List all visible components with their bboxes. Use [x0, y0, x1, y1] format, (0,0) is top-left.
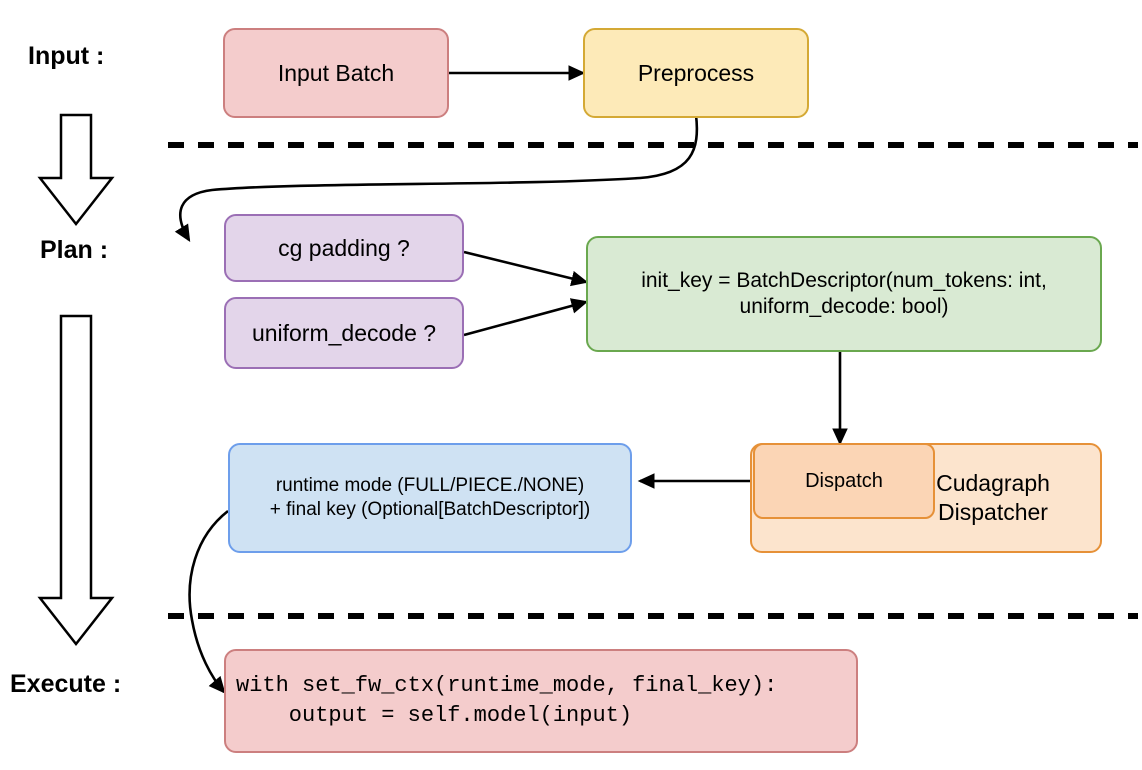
stage-label-plan: Plan : — [40, 236, 109, 264]
node-init-key[interactable]: init_key = BatchDescriptor(num_tokens: i… — [586, 236, 1102, 352]
cg-padding-to-init-key-arrow — [463, 250, 589, 287]
node-execute-code[interactable]: with set_fw_ctx(runtime_mode, final_key)… — [224, 649, 858, 753]
node-uniform-decode-label: uniform_decode ? — [251, 319, 437, 346]
node-cudagraph-dispatcher-line2: Dispatcher — [938, 499, 1048, 525]
runtime-mode-to-execute-code-arrow — [188, 509, 229, 694]
node-runtime-mode[interactable]: runtime mode (FULL/PIECE./NONE) + final … — [228, 443, 632, 553]
node-preprocess[interactable]: Preprocess — [583, 28, 809, 118]
node-cg-padding-label: cg padding ? — [278, 234, 410, 261]
plan-to-execute-big-arrow — [37, 314, 115, 647]
uniform-decode-to-init-key-arrow — [463, 298, 589, 337]
node-input-batch-label: Input Batch — [277, 59, 395, 86]
node-cg-padding[interactable]: cg padding ? — [224, 214, 464, 282]
node-cudagraph-dispatcher-line1: Cudagraph — [936, 470, 1050, 497]
node-execute-code-line1: with set_fw_ctx(runtime_mode, final_key)… — [236, 673, 778, 699]
node-dispatch[interactable]: Dispatch — [753, 443, 935, 519]
node-runtime-mode-line2: + final key (Optional[BatchDescriptor]) — [269, 499, 591, 520]
node-init-key-line1: init_key = BatchDescriptor(num_tokens: i… — [641, 268, 1047, 292]
node-execute-code-line2: output = self.model(input) — [236, 703, 633, 728]
node-preprocess-label: Preprocess — [637, 59, 755, 86]
node-init-key-line2: uniform_decode: bool) — [739, 295, 949, 318]
node-input-batch[interactable]: Input Batch — [223, 28, 449, 118]
node-dispatch-label: Dispatch — [805, 469, 883, 492]
stage-label-execute: Execute : — [10, 670, 122, 698]
node-runtime-mode-line1: runtime mode (FULL/PIECE./NONE) — [275, 475, 585, 497]
stage-label-input: Input : — [28, 42, 105, 70]
node-uniform-decode[interactable]: uniform_decode ? — [224, 297, 464, 369]
input-to-plan-big-arrow — [37, 113, 115, 227]
